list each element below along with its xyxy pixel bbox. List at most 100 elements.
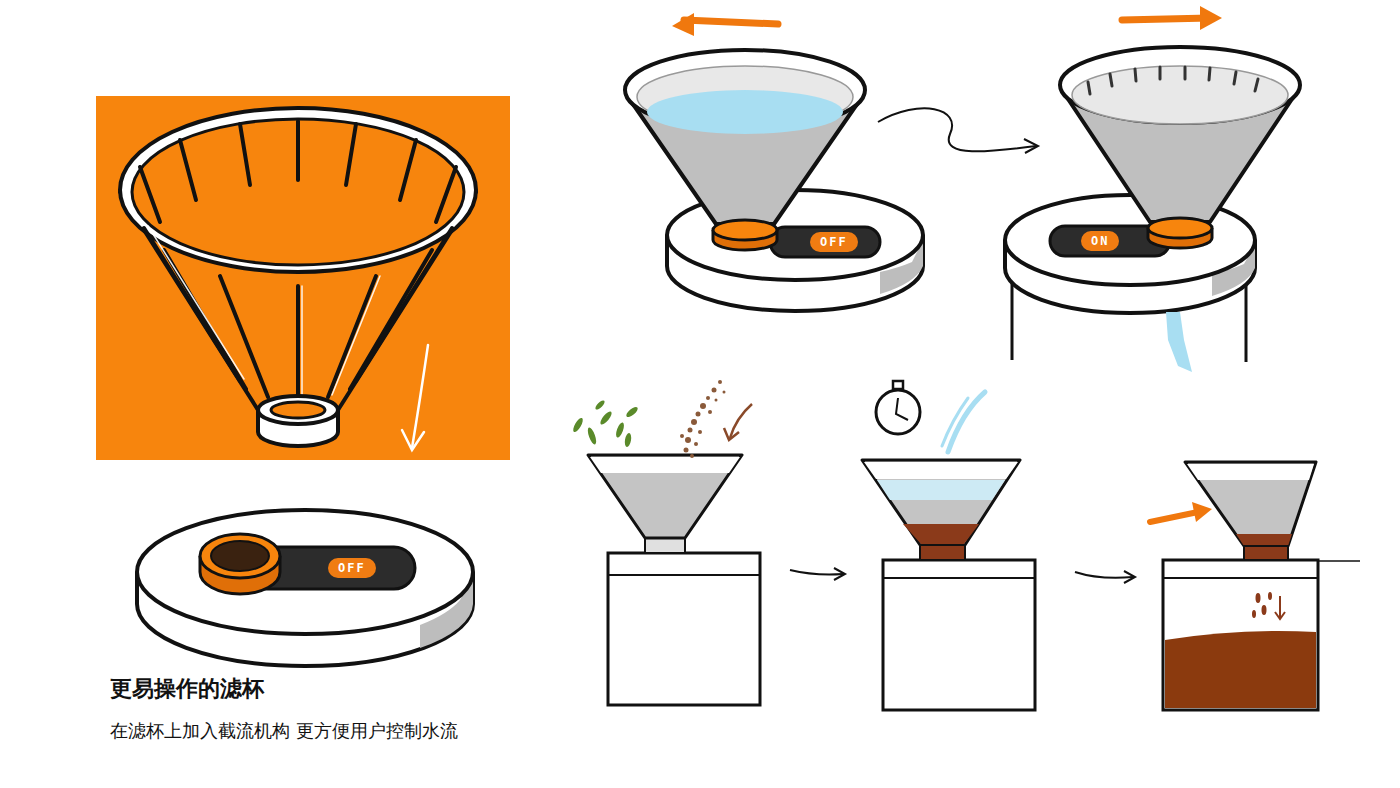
water bbox=[877, 480, 1005, 500]
switch-label: ON bbox=[1091, 233, 1109, 249]
funnel bbox=[588, 455, 742, 538]
back-ribs bbox=[140, 121, 456, 222]
ground bbox=[680, 434, 684, 438]
funnel-top bbox=[590, 457, 740, 473]
grounds bbox=[680, 380, 726, 458]
leaf bbox=[614, 421, 625, 438]
ground bbox=[708, 410, 712, 414]
leaf bbox=[625, 405, 640, 419]
slide-arrow-head bbox=[1200, 6, 1222, 30]
switch-slider: OFF bbox=[328, 558, 376, 578]
rib bbox=[436, 167, 456, 222]
funnel bbox=[1185, 462, 1316, 546]
drip-arrow bbox=[1275, 596, 1285, 619]
highlight bbox=[301, 286, 303, 399]
pour-arrow bbox=[730, 404, 752, 438]
leaf bbox=[571, 417, 584, 434]
tick bbox=[1184, 67, 1187, 79]
edge-line bbox=[1318, 560, 1360, 562]
scene-add-grounds bbox=[571, 380, 760, 705]
coffee-in-cup bbox=[1165, 631, 1316, 708]
step-arrow-head bbox=[1124, 571, 1135, 583]
switch-slider: OFF bbox=[810, 232, 858, 252]
ticks bbox=[1088, 67, 1258, 94]
outlet-hole bbox=[271, 402, 325, 418]
drop bbox=[1252, 610, 1256, 618]
tick bbox=[1209, 68, 1210, 80]
step-arrow bbox=[790, 570, 843, 575]
tick bbox=[1159, 67, 1162, 79]
drop bbox=[1262, 605, 1267, 615]
cup-band bbox=[883, 577, 1035, 579]
cup-band bbox=[1163, 577, 1318, 579]
down-arrow-head bbox=[402, 430, 424, 450]
slide-arrow-head bbox=[1192, 502, 1212, 522]
cup-band bbox=[608, 574, 760, 576]
scene-closed bbox=[625, 13, 923, 311]
highlight bbox=[148, 226, 244, 379]
ground bbox=[712, 388, 717, 393]
inner-wall bbox=[1072, 66, 1288, 124]
rib bbox=[296, 121, 300, 180]
ground bbox=[684, 448, 689, 453]
caption: 在滤杯上加入截流机构 更方便用户控制水流 bbox=[110, 719, 458, 743]
rib bbox=[328, 276, 376, 397]
rib bbox=[180, 140, 196, 200]
valve-ring bbox=[1148, 218, 1212, 238]
switch-slider: ON bbox=[1081, 231, 1119, 251]
orange-panel bbox=[96, 96, 510, 460]
rib bbox=[400, 140, 416, 200]
leaves bbox=[571, 399, 639, 447]
rib bbox=[140, 167, 160, 222]
ground bbox=[688, 428, 693, 433]
switch-label: OFF bbox=[338, 560, 366, 576]
pour-arrow-head bbox=[724, 428, 739, 440]
drop bbox=[1256, 593, 1261, 603]
rib bbox=[296, 286, 300, 401]
valve-ring bbox=[200, 534, 280, 578]
water-stream bbox=[1166, 312, 1192, 372]
stopwatch-crown bbox=[893, 381, 903, 389]
ground bbox=[700, 403, 706, 409]
funnel-top bbox=[1187, 464, 1314, 480]
scene-release bbox=[1150, 462, 1360, 710]
step-arrow-head bbox=[834, 568, 845, 580]
valve-hole bbox=[211, 541, 269, 571]
ground bbox=[706, 396, 710, 400]
leaf bbox=[624, 433, 632, 448]
slide-arrow-head bbox=[672, 13, 694, 36]
cone-rim bbox=[120, 108, 476, 272]
ground bbox=[696, 412, 701, 417]
water-pour bbox=[942, 398, 968, 446]
drop bbox=[1268, 592, 1272, 600]
rib-highlights bbox=[148, 226, 380, 399]
rib bbox=[356, 228, 452, 381]
flow-arrow-head bbox=[1024, 139, 1038, 153]
ground bbox=[685, 437, 691, 443]
neck bbox=[1244, 546, 1288, 560]
slide-arrow bbox=[684, 20, 778, 24]
coffee bbox=[1236, 534, 1292, 546]
slot bbox=[770, 227, 880, 257]
tick bbox=[1110, 74, 1112, 86]
down-arrow bbox=[412, 345, 428, 448]
ground bbox=[691, 419, 697, 425]
cup-box bbox=[1163, 560, 1318, 710]
rim bbox=[1060, 47, 1300, 123]
ground bbox=[698, 430, 702, 434]
stopwatch-hands bbox=[896, 398, 908, 420]
cone-rim-inner bbox=[132, 119, 464, 265]
valve-ring bbox=[713, 220, 777, 240]
ground bbox=[715, 399, 718, 402]
rib bbox=[346, 124, 356, 185]
rib bbox=[240, 124, 250, 185]
leaf bbox=[586, 427, 598, 446]
tick bbox=[1255, 79, 1258, 91]
flow-arrow bbox=[878, 108, 1036, 151]
neck bbox=[920, 545, 965, 560]
stopwatch bbox=[876, 390, 920, 434]
leaf bbox=[599, 410, 614, 426]
